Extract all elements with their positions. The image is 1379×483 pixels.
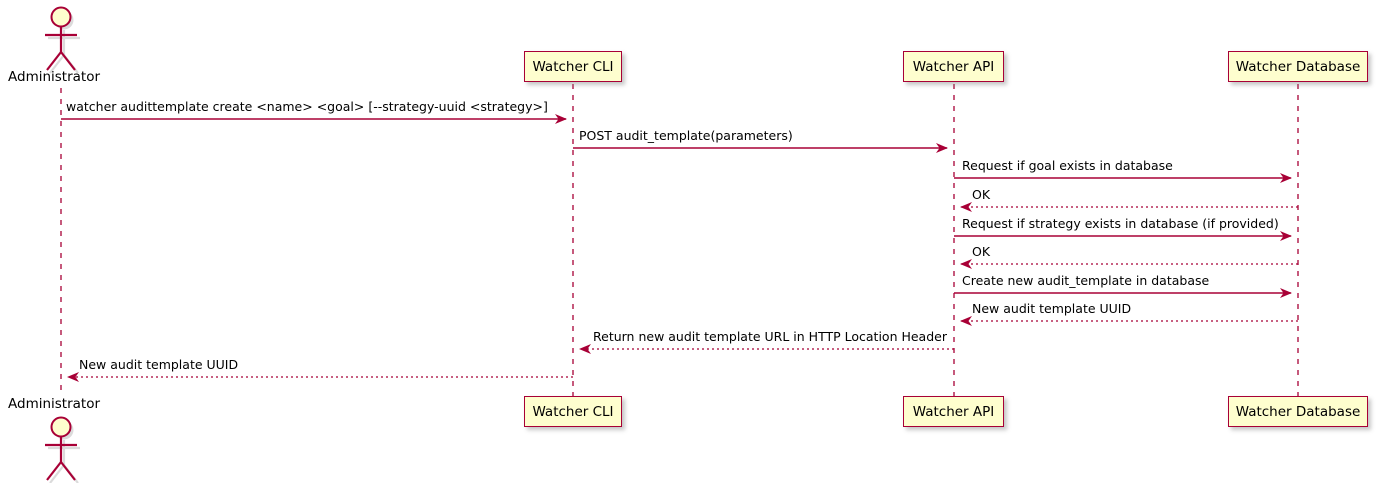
message-label-1: watcher audittemplate create <name> <goa… [66, 99, 548, 114]
participant-label: Watcher Database [1235, 58, 1361, 75]
message-label-9: Return new audit template URL in HTTP Lo… [593, 329, 947, 344]
participant-label: Watcher API [912, 58, 995, 75]
message-label-10: New audit template UUID [79, 357, 239, 372]
actor-administrator-bottom [45, 416, 80, 483]
participant-label: Watcher API [912, 403, 995, 420]
actor-head-icon [50, 416, 72, 438]
message-label-8: New audit template UUID [972, 301, 1132, 316]
messages [61, 114, 1298, 382]
actor-label-administrator-top: Administrator [8, 69, 101, 85]
participant-box-watcher-api-bottom[interactable]: Watcher API [903, 396, 1004, 427]
participant-label: Watcher CLI [532, 58, 614, 75]
message-label-7: Create new audit_template in database [962, 273, 1210, 288]
actor-administrator-top [45, 6, 80, 74]
participant-label: Watcher CLI [532, 403, 614, 420]
participant-box-watcher-cli-bottom[interactable]: Watcher CLI [524, 396, 622, 427]
actor-label-administrator-bottom: Administrator [8, 396, 101, 412]
participant-box-watcher-database-bottom[interactable]: Watcher Database [1228, 396, 1368, 427]
message-label-5: Request if strategy exists in database (… [962, 216, 1279, 231]
message-label-3: Request if goal exists in database [962, 158, 1173, 173]
actor-head-icon [50, 6, 72, 28]
participant-label: Watcher Database [1235, 403, 1361, 420]
message-label-6: OK [972, 244, 991, 259]
message-label-4: OK [972, 187, 991, 202]
participant-box-watcher-cli-top[interactable]: Watcher CLI [524, 51, 622, 82]
participant-box-watcher-api-top[interactable]: Watcher API [903, 51, 1004, 82]
participant-box-watcher-database-top[interactable]: Watcher Database [1228, 51, 1368, 82]
message-label-2: POST audit_template(parameters) [579, 128, 793, 143]
lifelines [60, 84, 1299, 396]
